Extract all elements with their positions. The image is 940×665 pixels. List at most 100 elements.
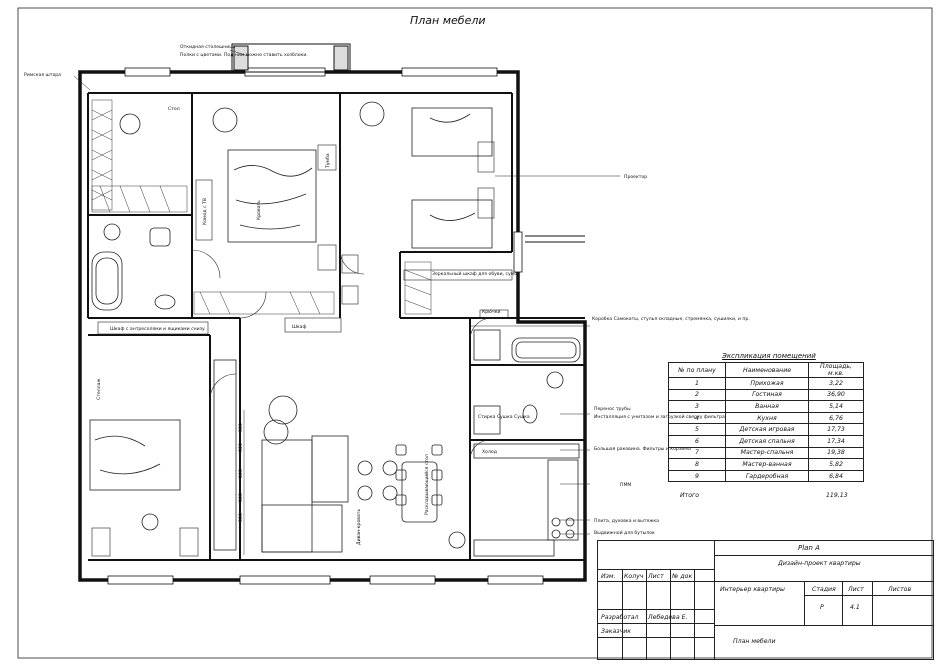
chairs bbox=[119, 101, 466, 549]
room-name: Гардеробная bbox=[725, 469, 809, 483]
customer-label: Заказчик bbox=[601, 628, 631, 635]
stage-header: Стадия bbox=[812, 586, 836, 593]
header-number: № по плану bbox=[668, 362, 726, 378]
label-installation: Инсталляция с унитазом и загрузкой сверх… bbox=[594, 413, 725, 420]
room-area: 3,22 bbox=[808, 377, 864, 390]
room-number: 5 bbox=[668, 423, 726, 436]
label-mirror-cabinet: Зеркальный шкаф для обуви, сумок bbox=[432, 270, 520, 277]
drawing-name: План мебели bbox=[733, 638, 776, 645]
title-block: Plan A Дизайн-проект квартиры Изм. Колуч… bbox=[597, 540, 934, 660]
dimension-labels: 300 300 800 300 300 bbox=[238, 423, 244, 522]
room-name: Ванная bbox=[725, 400, 809, 413]
dim-2: 300 bbox=[238, 443, 244, 452]
kitchen-furniture bbox=[473, 405, 580, 557]
col-izm: Изм. bbox=[601, 573, 616, 580]
room-area: 19,38 bbox=[808, 446, 864, 460]
room-name: Прихожая bbox=[725, 377, 809, 390]
label-big-sink: Большая раковина. Фильтры и корзины bbox=[594, 446, 691, 452]
room-number: 3 bbox=[668, 400, 726, 413]
cabinets bbox=[91, 141, 513, 557]
header-area: Площадь, м.кв. bbox=[808, 362, 864, 378]
project-name: Дизайн-проект квартиры bbox=[778, 560, 861, 567]
explication-header-row: № по плану Наименование Площадь, м.кв. bbox=[668, 362, 864, 378]
wardrobe-hatch bbox=[91, 99, 432, 315]
room-number: 1 bbox=[668, 377, 726, 390]
dim-5: 300 bbox=[238, 513, 244, 522]
interior-label: Интерьер квартиры bbox=[720, 586, 785, 593]
label-fridge: Холод bbox=[482, 449, 497, 455]
inner-walls bbox=[87, 92, 585, 561]
room-area: 5,14 bbox=[808, 400, 864, 413]
dim-4: 300 bbox=[238, 493, 244, 502]
outer-walls bbox=[78, 70, 587, 582]
label-nightstand: Тумба bbox=[325, 153, 331, 169]
col-koluch: Колуч bbox=[624, 573, 644, 580]
label-pipe: Перенос трубы bbox=[594, 406, 631, 412]
label-sofa: Диван-кровать bbox=[356, 509, 362, 545]
label-wardrobe: Шкаф bbox=[292, 324, 307, 330]
explication-title: Экспликация помещений bbox=[722, 352, 816, 360]
label-dishwasher: ПММ bbox=[620, 482, 631, 488]
label-folding-tabletop: Откидная столешница bbox=[180, 44, 235, 50]
total-label: Итого bbox=[680, 492, 700, 499]
room-area: 36,90 bbox=[808, 388, 864, 402]
label-drawers: Выдвижной для бутылок bbox=[594, 529, 655, 536]
label-utility: Стирка Сушка Сушка bbox=[478, 414, 530, 420]
room-name: Детская игровая bbox=[725, 423, 809, 436]
label-shelving: Стеллаж bbox=[96, 378, 102, 400]
label-cabinet-mezz: Шкаф с антресолями и ящиками снизу bbox=[110, 326, 205, 332]
label-box-shelf: Коробка Самокаты, стулья складные, стрем… bbox=[592, 316, 750, 322]
leader-lines bbox=[73, 49, 620, 535]
total-value: 119,13 bbox=[826, 492, 848, 499]
label-hooks: Крючки bbox=[482, 309, 501, 315]
room-name: Мастер-спальня bbox=[725, 446, 809, 460]
room-area: 17,34 bbox=[808, 434, 864, 448]
sheet-frame bbox=[17, 7, 933, 659]
sheet-value: 4.1 bbox=[850, 604, 860, 611]
beds bbox=[89, 107, 493, 491]
label-dining: Раскладывающийся стол bbox=[423, 454, 430, 515]
room-number: 8 bbox=[668, 458, 726, 471]
room-area: 6,76 bbox=[808, 411, 864, 425]
bath-fixtures bbox=[91, 223, 581, 424]
label-tv: Комод с ТВ bbox=[202, 198, 208, 225]
room-name: Гостиная bbox=[725, 388, 809, 402]
header-name: Наименование bbox=[725, 362, 809, 378]
label-bed: Кровать bbox=[256, 200, 262, 220]
sheets-header: Листов bbox=[888, 586, 912, 593]
page-title: План мебели bbox=[410, 14, 486, 27]
label-roman-blind: Римская штора bbox=[24, 72, 61, 78]
developer-label: Разработал bbox=[601, 614, 639, 621]
living-furniture bbox=[213, 359, 443, 553]
label-shelves: Полки с цветами. Под ним можно ставить х… bbox=[180, 52, 308, 58]
developer-name: Лебедева Е. bbox=[648, 614, 688, 621]
room-name: Мастер-ванная bbox=[725, 458, 809, 471]
room-number: 7 bbox=[668, 446, 726, 460]
col-doc: № док bbox=[672, 573, 693, 580]
label-projector: Проектор bbox=[624, 174, 647, 180]
room-number: 9 bbox=[668, 469, 726, 483]
dim-1: 300 bbox=[238, 423, 244, 432]
room-number: 2 bbox=[668, 388, 726, 402]
label-stove: Плита, духовка и вытяжка bbox=[594, 518, 659, 524]
room-name: Детская спальня bbox=[725, 434, 809, 448]
room-area: 5,82 bbox=[808, 458, 864, 471]
dim-3: 800 bbox=[238, 469, 244, 478]
room-number: 4 bbox=[668, 411, 726, 425]
room-number: 6 bbox=[668, 434, 726, 448]
plan-annotations: Римская штора Откидная столешница Полки … bbox=[24, 44, 750, 545]
col-list: Лист bbox=[648, 573, 664, 580]
doors bbox=[191, 249, 493, 461]
room-name: Кухня bbox=[725, 411, 809, 425]
